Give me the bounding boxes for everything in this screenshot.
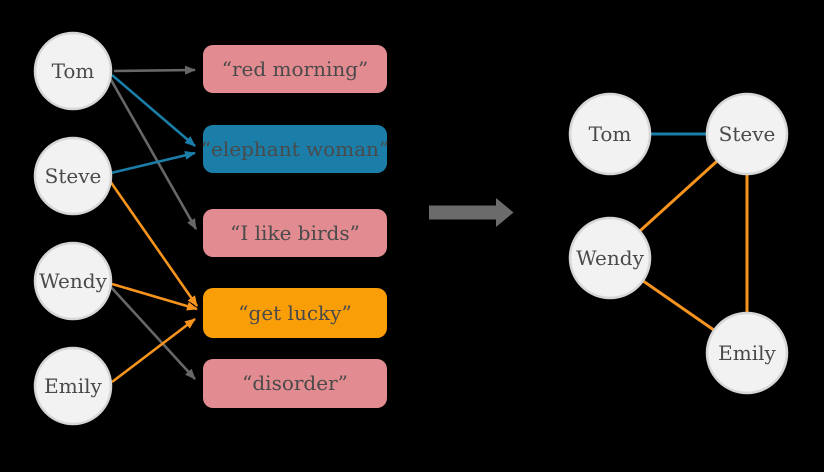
person-label-steve: Steve <box>45 164 102 188</box>
song-label-red-morning: “red morning” <box>222 57 369 81</box>
result-node-emily: Emily <box>705 311 789 395</box>
song-box-i-like-birds: “I like birds” <box>203 209 387 257</box>
person-node-steve-circle <box>33 136 113 216</box>
result-node-tom: Tom <box>568 92 652 176</box>
result-node-steve: Steve <box>705 92 789 176</box>
result-label-tom: Tom <box>589 122 632 146</box>
result-node-wendy: Wendy <box>568 216 652 300</box>
person-node-emily-circle <box>33 346 113 426</box>
song-box-disorder: “disorder” <box>203 359 387 408</box>
person-node-wendy: Wendy <box>33 241 113 321</box>
person-node-wendy-circle <box>33 241 113 321</box>
song-box-elephant-woman: “elephant woman” <box>201 125 389 173</box>
song-box-disorder-bg <box>203 359 387 408</box>
like-arrow-steve-get-lucky <box>108 180 199 307</box>
person-node-tom-circle <box>33 31 113 111</box>
like-arrows <box>108 65 199 384</box>
result-label-wendy: Wendy <box>576 246 644 270</box>
result-label-steve: Steve <box>719 122 776 146</box>
person-node-steve: Steve <box>33 136 113 216</box>
person-label-emily: Emily <box>44 374 102 398</box>
like-arrow-steve-elephant-woman <box>110 150 196 175</box>
like-arrow-wendy-get-lucky <box>111 282 198 311</box>
song-label-elephant-woman: “elephant woman” <box>201 137 389 161</box>
song-label-get-lucky: “get lucky” <box>238 301 351 325</box>
result-graph-nodes: Tom Steve Wendy Emily <box>568 92 789 395</box>
like-arrow-tom-i-like-birds <box>108 77 198 230</box>
song-box-get-lucky: “get lucky” <box>203 288 387 338</box>
like-arrow-wendy-disorder <box>109 285 196 380</box>
song-box-red-morning-bg <box>203 45 387 93</box>
song-box-get-lucky-bg <box>203 288 387 338</box>
like-arrow-emily-get-lucky <box>111 317 196 384</box>
result-node-steve-circle <box>705 92 789 176</box>
song-boxes: “red morning” “elephant woman” “I like b… <box>201 45 389 408</box>
song-box-red-morning: “red morning” <box>203 45 387 93</box>
result-node-emily-circle <box>705 311 789 395</box>
person-label-tom: Tom <box>52 59 95 83</box>
transform-arrow-icon <box>429 198 514 227</box>
song-box-i-like-birds-bg <box>203 209 387 257</box>
result-node-tom-circle <box>568 92 652 176</box>
person-node-tom: Tom <box>33 31 113 111</box>
like-arrow-tom-red-morning <box>113 65 196 75</box>
result-label-emily: Emily <box>718 341 776 365</box>
person-label-wendy: Wendy <box>39 269 107 293</box>
song-label-disorder: “disorder” <box>242 371 348 395</box>
person-node-emily: Emily <box>33 346 113 426</box>
song-box-elephant-woman-bg <box>203 125 387 173</box>
left-person-nodes: Tom Steve Wendy Emily <box>33 31 113 426</box>
song-label-i-like-birds: “I like birds” <box>230 221 360 245</box>
result-node-wendy-circle <box>568 216 652 300</box>
like-arrow-tom-elephant-woman <box>111 74 196 147</box>
